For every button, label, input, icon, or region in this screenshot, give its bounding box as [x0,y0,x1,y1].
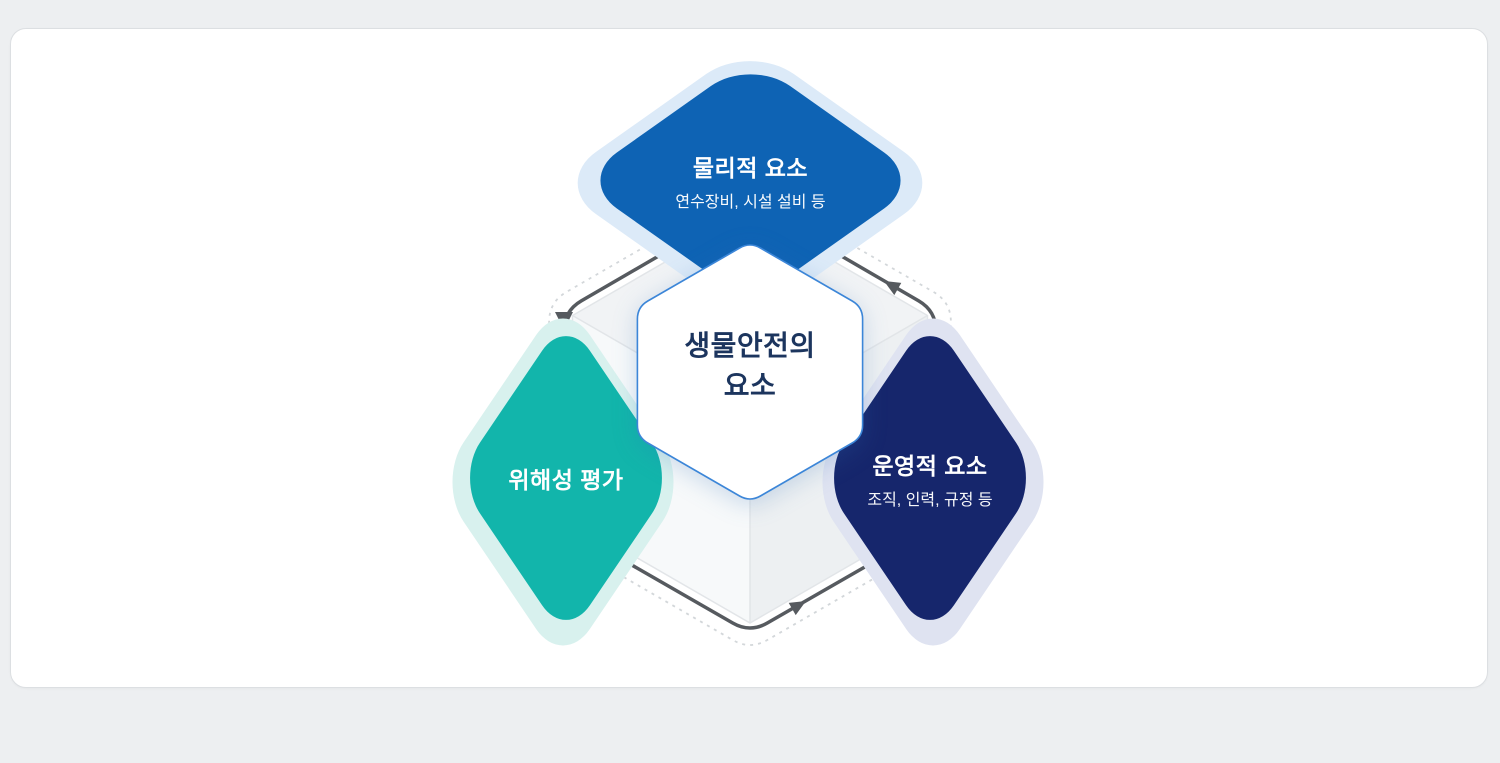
risk-node-title: 위해성 평가 [508,467,624,493]
center-title-line1: 생물안전의 [684,330,816,361]
operational-node: 운영적 요소 조직, 인력, 규정 등 [820,315,1040,641]
operational-node-title: 운영적 요소 [872,452,988,479]
physical-node-title: 물리적 요소 [692,155,809,181]
risk-node: 위해성 평가 [456,315,676,641]
physical-node-content: 물리적 요소 연수장비, 시설 설비 등 [628,58,873,303]
flow-arrow-up-icon [884,281,902,296]
biosafety-diagram: 물리적 요소 연수장비, 시설 설비 등 위해성 평가 운영적 요소 조직, 인… [436,43,1060,669]
operational-node-subtitle: 조직, 인력, 규정 등 [867,491,993,509]
operational-node-content: 운영적 요소 조직, 인력, 규정 등 [815,363,1045,593]
risk-node-content: 위해성 평가 [451,363,681,593]
physical-node-subtitle: 연수장비, 시설 설비 등 [675,193,826,211]
flow-arrow-right-icon [788,601,806,616]
physical-node: 물리적 요소 연수장비, 시설 설비 등 [577,58,924,303]
